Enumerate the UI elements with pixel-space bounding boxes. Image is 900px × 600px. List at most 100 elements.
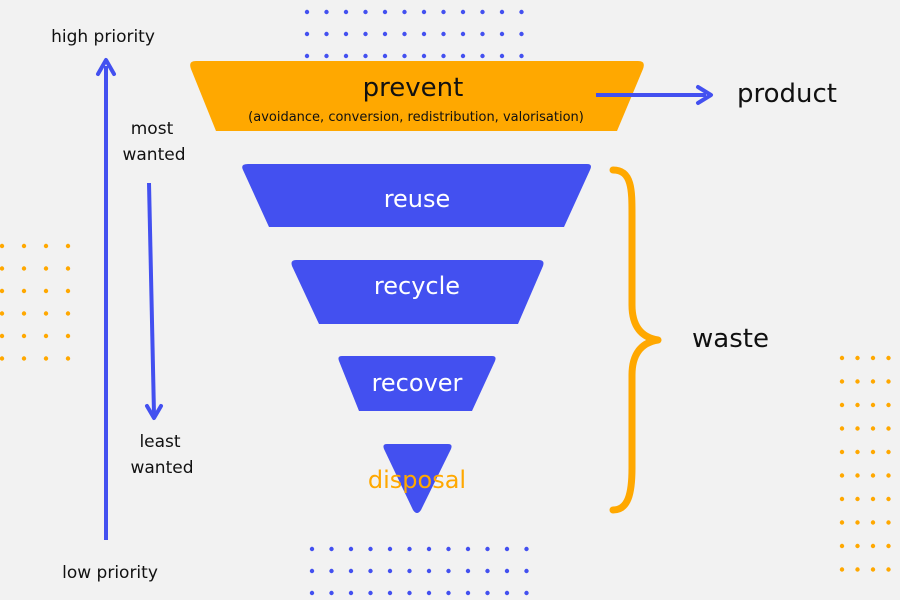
decorative-dot [870, 402, 876, 408]
decorative-dot [324, 53, 329, 59]
decorative-dot [343, 53, 349, 59]
decorative-dot [21, 288, 27, 294]
decorative-dot [870, 426, 876, 431]
decorative-dot [363, 9, 368, 15]
prevent-tier [190, 61, 644, 131]
decorative-dot [499, 9, 505, 15]
decorative-dot [886, 473, 891, 478]
decorative-dot [465, 590, 471, 596]
decorative-dot [480, 9, 485, 15]
decorative-dot [65, 288, 71, 294]
decorative-dots-left [0, 243, 71, 361]
decorative-dot [460, 9, 466, 15]
decorative-dot [839, 520, 845, 525]
product-label: product [737, 79, 837, 109]
product-arrow-head [696, 85, 713, 105]
reuse-label: reuse [384, 185, 451, 213]
decorative-dot [519, 9, 524, 15]
decorative-dot [43, 356, 49, 361]
decorative-dot [382, 31, 388, 37]
decorative-dot [43, 266, 49, 271]
decorative-dot [421, 31, 427, 37]
decorative-dot [304, 9, 310, 15]
decorative-dot [446, 546, 451, 552]
decorative-dot [519, 53, 524, 59]
decorative-dot [839, 496, 845, 502]
high-priority-label: high priority [51, 27, 155, 47]
decorative-dot [304, 53, 310, 59]
decorative-dot [407, 590, 412, 596]
decorative-dot [324, 31, 329, 37]
decorative-dot [886, 355, 891, 361]
decorative-dot [839, 355, 845, 361]
recover-tier [338, 356, 496, 411]
decorative-dot [855, 426, 860, 431]
decorative-dot [43, 243, 49, 249]
decorative-dot [348, 546, 354, 552]
decorative-dot [21, 243, 27, 249]
decorative-dot [870, 520, 876, 525]
decorative-dot [465, 568, 471, 574]
decorative-dot [839, 473, 845, 478]
decorative-dot [886, 543, 891, 549]
wanted-arrow-head [145, 404, 163, 420]
decorative-dot [504, 568, 510, 574]
decorative-dot [870, 473, 876, 478]
low-priority-label: low priority [62, 563, 158, 583]
decorative-dot [441, 31, 446, 37]
decorative-dot [460, 53, 466, 59]
disposal-label: disposal [368, 466, 466, 494]
decorative-dot [870, 355, 876, 361]
decorative-dot [426, 590, 432, 596]
priority-arrow-head [96, 58, 116, 76]
decorative-dot [870, 543, 876, 549]
decorative-dot [343, 9, 349, 15]
decorative-dot [446, 568, 451, 574]
decorative-dot [480, 53, 485, 59]
decorative-dot [348, 568, 354, 574]
waste-label: waste [692, 324, 769, 354]
decorative-dot [387, 546, 393, 552]
decorative-dot [21, 266, 27, 271]
decorative-dot [387, 590, 393, 596]
decorative-dot [387, 568, 393, 574]
decorative-dot [329, 568, 334, 574]
decorative-dot [855, 355, 860, 361]
decorative-dot [65, 243, 71, 249]
decorative-dot [886, 496, 891, 502]
decorative-dot [407, 568, 412, 574]
decorative-dot [524, 546, 529, 552]
decorative-dot [43, 288, 49, 294]
decorative-dot [426, 546, 432, 552]
decorative-dot [524, 568, 529, 574]
decorative-dot [855, 567, 860, 572]
decorative-dot [65, 356, 71, 361]
wanted-arrow-line [147, 182, 156, 415]
decorative-dot [886, 520, 891, 525]
decorative-dot [441, 9, 446, 15]
decorative-dot [441, 53, 446, 59]
decorative-dot [43, 333, 49, 339]
decorative-dot [21, 311, 27, 316]
decorative-dot [839, 426, 845, 431]
decorative-dots-top [304, 9, 524, 59]
decorative-dot [519, 31, 524, 37]
decorative-dot [309, 568, 315, 574]
decorative-dot [855, 379, 860, 384]
decorative-dot [402, 9, 407, 15]
decorative-dot [382, 53, 388, 59]
decorative-dot [421, 53, 427, 59]
decorative-dot [460, 31, 466, 37]
decorative-dot [886, 426, 891, 431]
decorative-dot [886, 402, 891, 408]
most-wanted-label-line2: wanted [122, 145, 185, 165]
decorative-dot [0, 356, 5, 361]
decorative-dot [21, 333, 27, 339]
decorative-dot [363, 53, 368, 59]
decorative-dot [65, 311, 71, 316]
decorative-dot [485, 568, 490, 574]
decorative-dot [839, 567, 845, 572]
decorative-dot [855, 449, 860, 455]
decorative-dot [65, 266, 71, 271]
